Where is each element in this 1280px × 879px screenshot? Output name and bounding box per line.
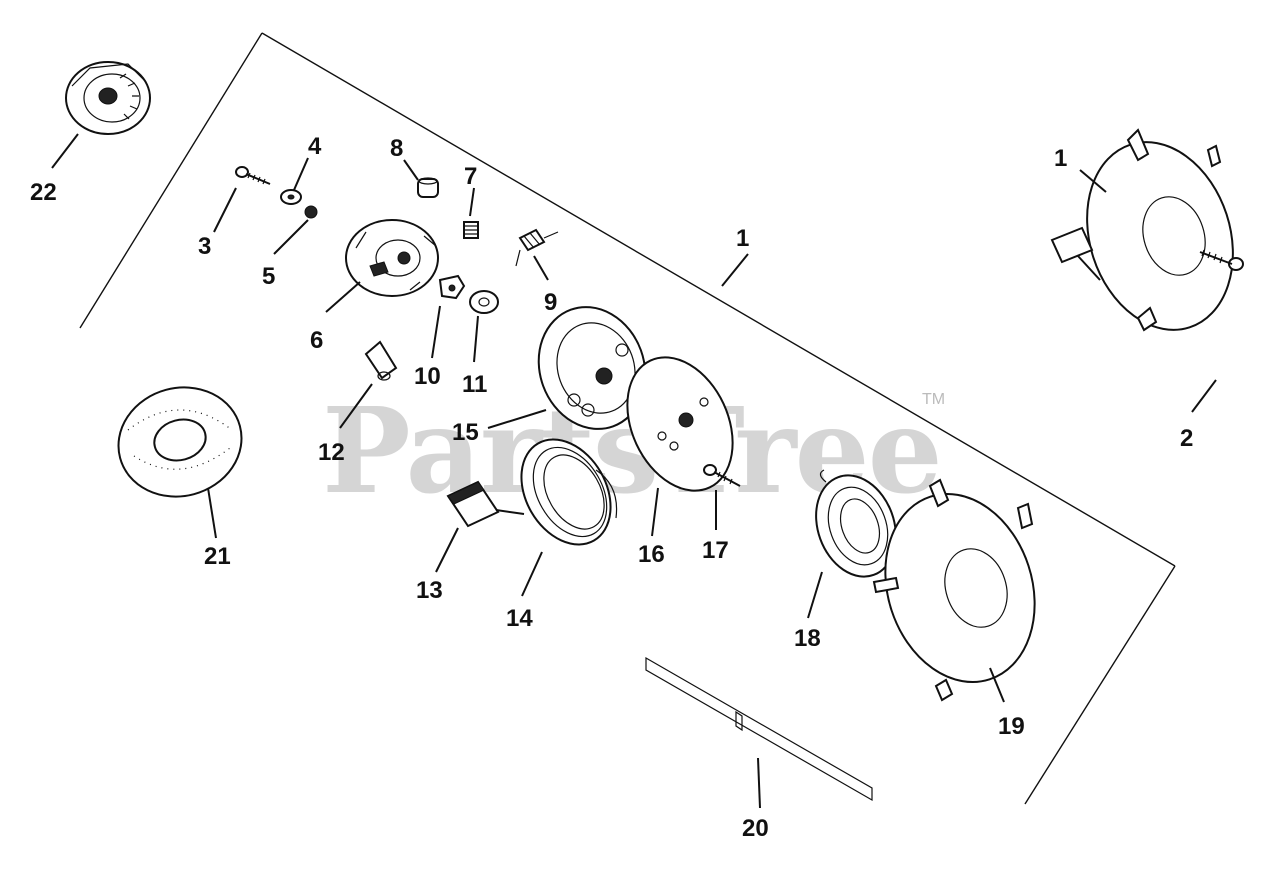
assembly-outline xyxy=(79,32,1176,805)
part-5-nut xyxy=(304,205,318,219)
part-9-torsion-spring xyxy=(515,228,559,267)
callout-10: 10 xyxy=(414,363,441,390)
part-11-washer xyxy=(469,290,499,314)
watermark-trademark: TM xyxy=(922,391,945,408)
callout-6: 6 xyxy=(310,327,323,354)
part-16-plate xyxy=(626,356,734,492)
part-20-rope xyxy=(645,656,873,802)
callout-3: 3 xyxy=(198,233,211,260)
callout-11: 11 xyxy=(462,371,487,398)
part-18-recoil-spring xyxy=(815,469,897,578)
callout-8: 8 xyxy=(390,135,403,162)
part-22-starter-cup xyxy=(65,61,151,135)
part-13-handle xyxy=(446,480,525,528)
callout-21: 21 xyxy=(204,543,231,570)
callout-4: 4 xyxy=(308,133,322,160)
callout-12: 12 xyxy=(318,439,345,466)
callout-22: 22 xyxy=(30,179,57,206)
part-12-retainer xyxy=(364,340,398,381)
part-19-starter-housing xyxy=(872,478,1036,702)
callout-2: 2 xyxy=(1180,425,1193,452)
callout-1-assembly: 1 xyxy=(1054,145,1067,172)
callout-20: 20 xyxy=(742,815,769,842)
part-15-pulley xyxy=(537,306,647,430)
callout-18: 18 xyxy=(794,625,821,652)
callout-14: 14 xyxy=(506,605,533,632)
part-14-rope xyxy=(520,438,618,546)
part-8-bushing xyxy=(417,177,439,198)
part-7-spring xyxy=(463,221,479,239)
part-17-screw xyxy=(703,464,741,487)
callout-1-outline: 1 xyxy=(736,225,749,252)
callout-13: 13 xyxy=(416,577,443,604)
callout-16: 16 xyxy=(638,541,665,568)
part-6-pawl-housing xyxy=(345,219,439,297)
part-21-friction-plate xyxy=(117,386,243,498)
leader-lines xyxy=(51,133,1217,809)
part-2-screw xyxy=(1199,249,1244,271)
callout-7: 7 xyxy=(464,163,477,190)
part-1-starter-assembly xyxy=(1050,128,1234,332)
part-3-screw xyxy=(235,166,271,185)
part-4-washer xyxy=(280,189,302,205)
callout-5: 5 xyxy=(262,263,275,290)
part-10-pawl xyxy=(438,274,466,300)
callout-15: 15 xyxy=(452,419,479,446)
callout-17: 17 xyxy=(702,537,729,564)
callout-19: 19 xyxy=(998,713,1025,740)
callout-9: 9 xyxy=(544,289,557,316)
callout-labels: 1 1 2 3 4 5 6 7 8 9 10 11 12 13 14 15 16… xyxy=(30,133,1193,842)
